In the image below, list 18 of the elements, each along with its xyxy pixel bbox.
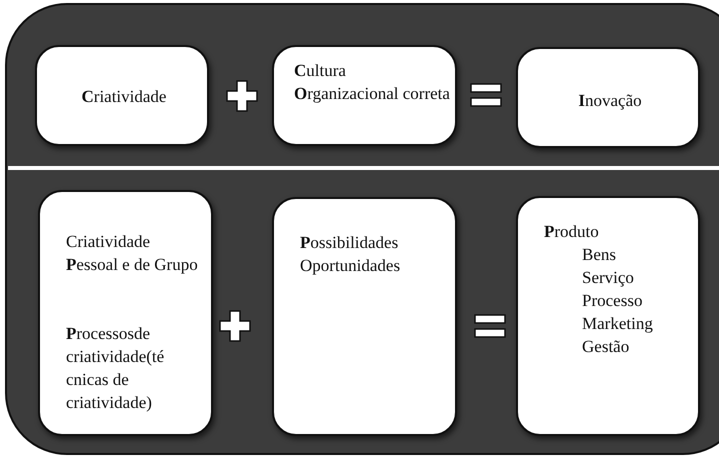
text-box [272, 45, 457, 146]
text-box [516, 196, 700, 436]
box-text: Possibilidades Oportunidades [300, 232, 402, 277]
text-box [38, 190, 213, 436]
list-item: Serviço [582, 267, 635, 289]
list-item: Marketing [582, 313, 654, 335]
list-item: Bens [582, 244, 617, 266]
box-text: Criatividade Pessoal e de Grupo [66, 231, 199, 276]
heading-text: Produto [544, 221, 600, 243]
text-box [272, 197, 457, 436]
box-text: Criatividade [80, 86, 168, 108]
box-text: Inovação [577, 90, 643, 112]
text-box [516, 47, 700, 148]
box-text: Cultura Organizacional correta [294, 60, 451, 105]
box-text: Processosde criatividade(té cnicas de criatividade) [66, 323, 166, 414]
list-item: Gestão [582, 336, 630, 358]
list-item: Processo [582, 290, 644, 312]
text-box [35, 45, 209, 146]
